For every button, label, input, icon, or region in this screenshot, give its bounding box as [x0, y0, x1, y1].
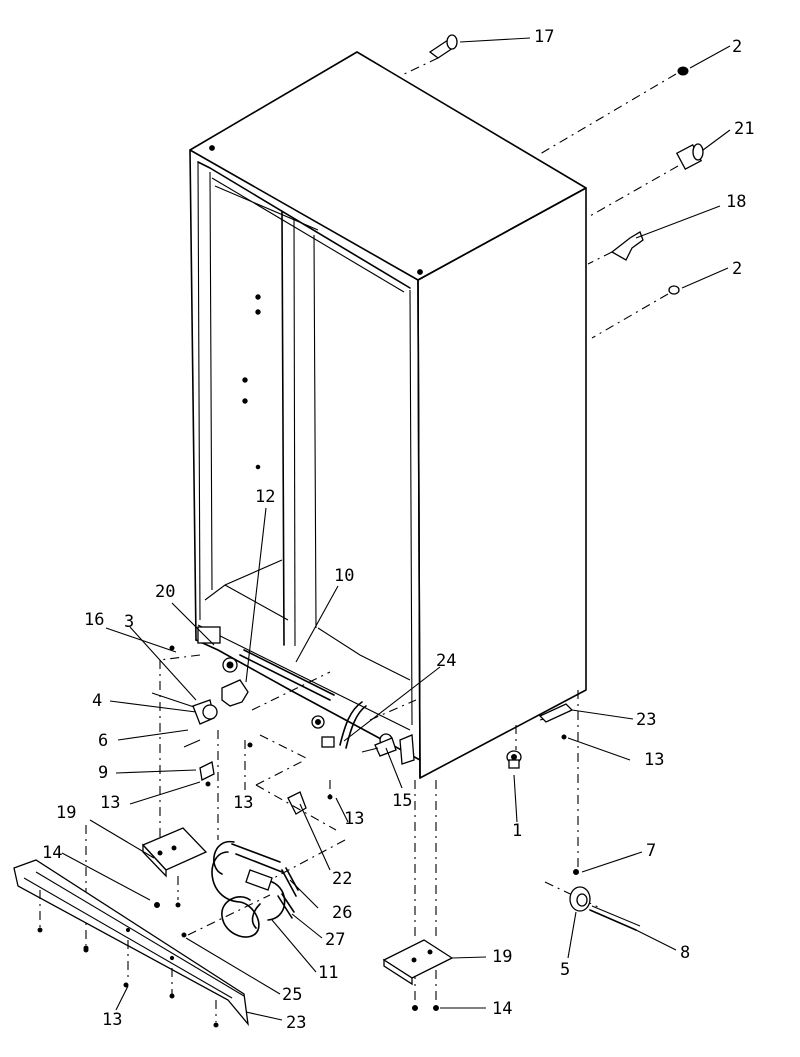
- refrigerator-cabinet: [189, 51, 587, 779]
- assembly-guide-lines: [85, 654, 601, 1005]
- callout-7: 7: [646, 841, 656, 861]
- part-10-drain-tube: [239, 649, 335, 701]
- callout-2-upper: 2: [732, 37, 742, 57]
- part-left-hinge-assembly: [151, 626, 253, 787]
- callout-4: 4: [92, 691, 102, 711]
- callout-22: 22: [332, 869, 352, 889]
- callout-1: 1: [512, 821, 522, 841]
- callout-2-lower: 2: [732, 259, 742, 279]
- callout-13-bottom: 13: [102, 1010, 122, 1030]
- callout-23-right: 23: [636, 710, 656, 730]
- callout-3: 3: [124, 612, 134, 632]
- part-19-hinge-plate-right: [382, 939, 454, 1011]
- callout-19-right: 19: [492, 947, 512, 967]
- callout-11: 11: [318, 963, 338, 983]
- part-18-hinge-bracket: [587, 231, 644, 265]
- part-23-toe-grille: [13, 859, 249, 1028]
- callout-10: 10: [334, 566, 354, 586]
- part-2-plug-lower: [591, 285, 680, 339]
- callout-leaders: [61, 37, 731, 1021]
- callout-13-left: 13: [100, 793, 120, 813]
- callout-17: 17: [534, 27, 554, 47]
- callout-16: 16: [84, 610, 104, 630]
- callout-8: 8: [680, 943, 690, 963]
- callout-21: 21: [734, 119, 754, 139]
- callout-9: 9: [98, 763, 108, 783]
- callout-6: 6: [98, 731, 108, 751]
- callout-12: 12: [255, 487, 275, 507]
- part-19-hinge-plate-left: [141, 827, 208, 908]
- screw-left: [83, 945, 89, 951]
- callout-13-mid: 13: [344, 809, 364, 829]
- callout-18: 18: [726, 192, 746, 212]
- callout-24: 24: [436, 651, 456, 671]
- callout-23-bottom: 23: [286, 1013, 306, 1033]
- callout-25: 25: [282, 985, 302, 1005]
- callout-27: 27: [325, 930, 345, 950]
- part-11-drain-loop: [211, 841, 299, 938]
- part-1-leveling-leg: [506, 750, 522, 769]
- callout-20: 20: [155, 582, 175, 602]
- part-24-tube: [339, 701, 367, 749]
- callout-13-right: 13: [644, 750, 664, 770]
- callout-14-right: 14: [492, 999, 512, 1019]
- callout-15: 15: [392, 791, 412, 811]
- callout-13-center: 13: [233, 793, 253, 813]
- part-2-plug-upper: [539, 66, 689, 155]
- callout-5: 5: [560, 960, 570, 980]
- callout-14-left: 14: [42, 843, 62, 863]
- callout-19-left: 19: [56, 803, 76, 823]
- part-17-hinge-pin: [399, 34, 458, 77]
- callout-26: 26: [332, 903, 352, 923]
- part-23-bracket-right: [538, 703, 574, 740]
- part-center-brackets: [287, 715, 415, 815]
- screw-25: [181, 932, 187, 938]
- part-5-roller-wheel: [569, 869, 641, 931]
- part-21-bushing: [589, 143, 704, 217]
- callout-labels: 17 2 21 18 2 12 10 20 16 3 24 4 6 23 13 …: [42, 27, 754, 1033]
